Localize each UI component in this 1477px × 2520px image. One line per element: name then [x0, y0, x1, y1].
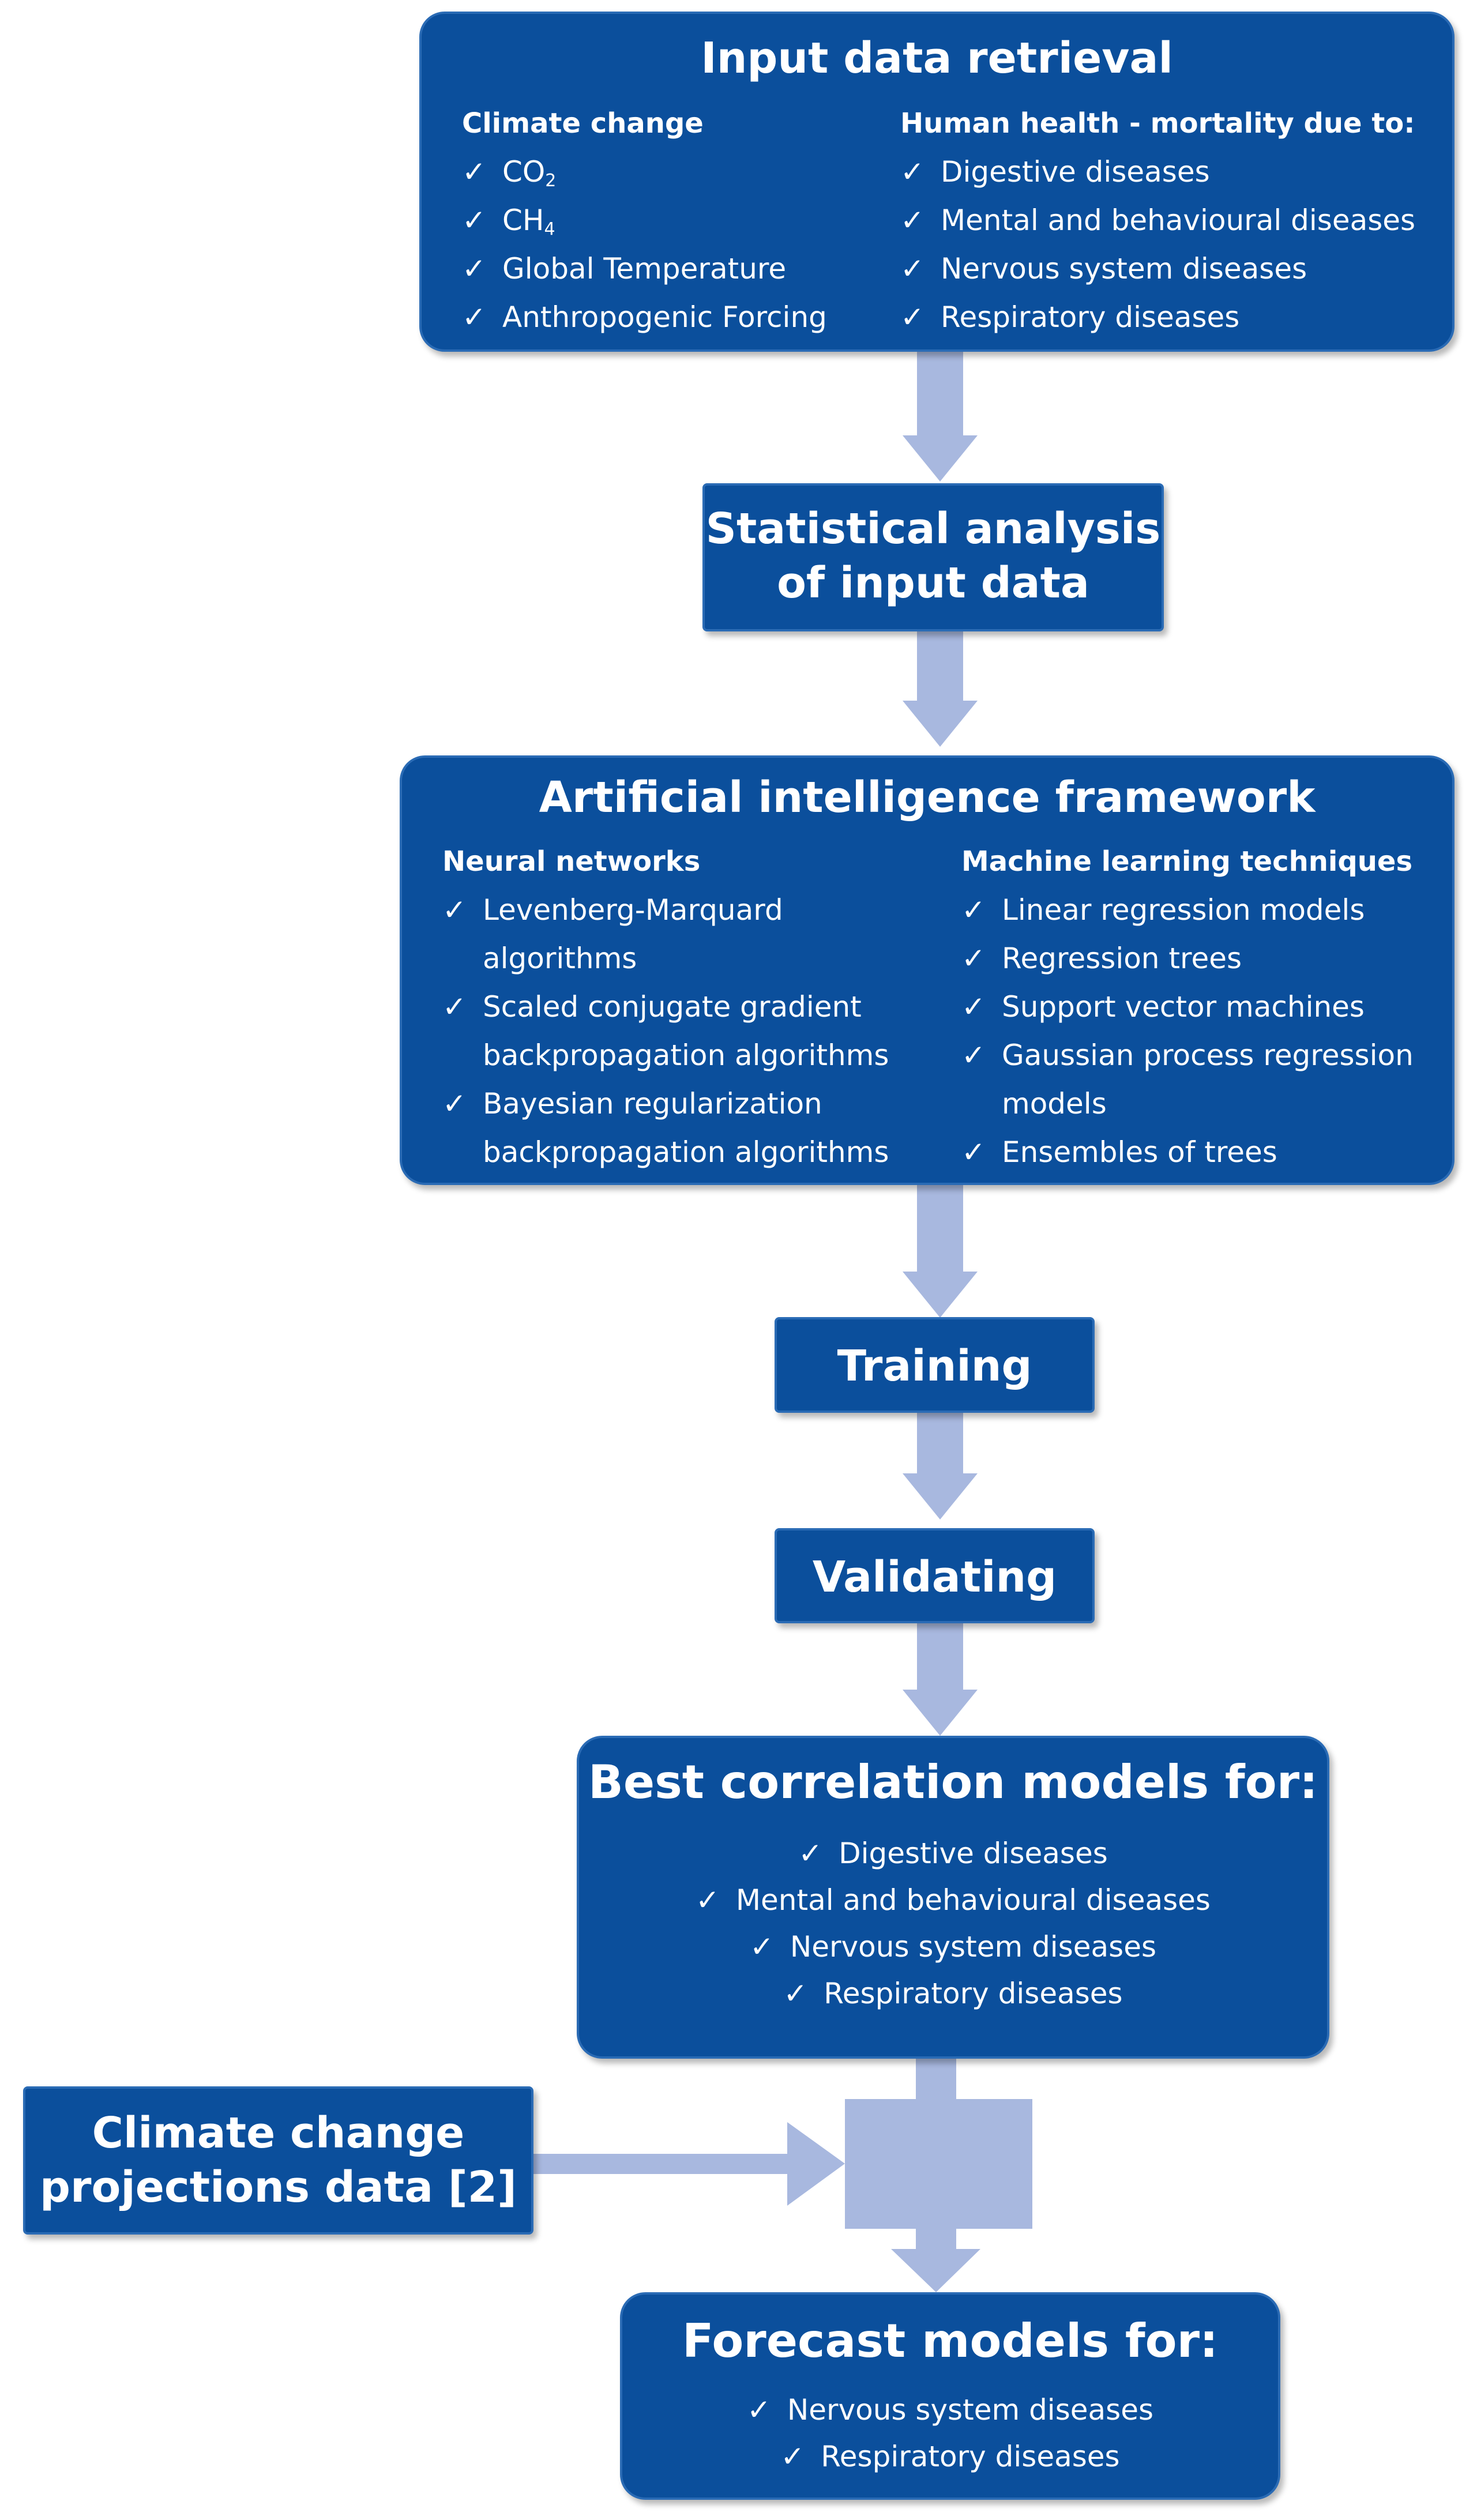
ai-framework-box: Artificial intelligence framework Neural… — [400, 755, 1455, 1185]
arrow-merge-junction — [533, 2059, 1032, 2292]
check-icon: ✓ — [442, 1087, 467, 1120]
check-icon: ✓ — [798, 1837, 823, 1870]
check-icon: ✓ — [746, 2393, 771, 2427]
input-data-retrieval-box: Input data retrieval Climate change ✓CO2… — [419, 12, 1455, 352]
statistical-analysis-line2: of input data — [777, 558, 1089, 608]
check-icon: ✓ — [961, 990, 986, 1024]
ml-item: ✓Linear regression models — [961, 886, 1414, 934]
validating-box: Validating — [775, 1528, 1095, 1623]
climate-change-column: Climate change ✓CO2 ✓CH4 ✓Global Tempera… — [462, 107, 827, 341]
machine-learning-column: Machine learning techniques ✓Linear regr… — [961, 845, 1414, 1176]
health-item: ✓Mental and behavioural diseases — [900, 196, 1415, 245]
climate-item-co2: ✓CO2 — [462, 148, 827, 196]
ml-item: ✓Regression trees — [961, 934, 1414, 983]
best-model-item: ✓Respiratory diseases — [783, 1977, 1123, 2010]
check-icon: ✓ — [961, 1039, 986, 1072]
climate-item-global-temperature: ✓Global Temperature — [462, 245, 827, 293]
input-data-retrieval-title: Input data retrieval — [701, 33, 1173, 83]
health-item: ✓Nervous system diseases — [900, 245, 1415, 293]
forecast-item: ✓Nervous system diseases — [746, 2393, 1154, 2427]
validating-label: Validating — [812, 1552, 1057, 1602]
check-icon: ✓ — [780, 2440, 805, 2473]
ml-item: ✓Ensembles of trees — [961, 1128, 1414, 1176]
neural-networks-heading: Neural networks — [442, 845, 701, 878]
arrow-stats-to-ai — [903, 631, 978, 747]
check-icon: ✓ — [961, 1135, 986, 1169]
check-icon: ✓ — [961, 893, 986, 927]
best-models-list: ✓Digestive diseases ✓Mental and behaviou… — [579, 1830, 1327, 2017]
forecast-models-title: Forecast models for: — [682, 2314, 1219, 2368]
check-icon: ✓ — [900, 300, 924, 334]
health-item: ✓Respiratory diseases — [900, 293, 1415, 341]
training-label: Training — [837, 1341, 1032, 1391]
forecast-item: ✓Respiratory diseases — [780, 2440, 1120, 2473]
arrow-ai-to-training — [903, 1185, 978, 1318]
climate-projections-box: Climate change projections data [2] — [23, 2086, 533, 2235]
check-icon: ✓ — [900, 252, 924, 285]
check-icon: ✓ — [462, 252, 486, 285]
best-model-item: ✓Digestive diseases — [798, 1837, 1108, 1870]
check-icon: ✓ — [695, 1883, 720, 1917]
check-icon: ✓ — [442, 990, 467, 1024]
training-box: Training — [775, 1317, 1095, 1413]
best-correlation-models-box: Best correlation models for: ✓Digestive … — [577, 1736, 1329, 2059]
climate-change-heading: Climate change — [462, 107, 704, 140]
best-correlation-models-title: Best correlation models for: — [588, 1755, 1318, 1809]
check-icon: ✓ — [462, 300, 486, 334]
climate-item-ch4: ✓CH4 — [462, 196, 827, 245]
best-model-item: ✓Mental and behavioural diseases — [695, 1883, 1211, 1917]
machine-learning-heading: Machine learning techniques — [961, 845, 1413, 878]
arrow-validating-to-best — [903, 1623, 978, 1736]
health-item: ✓Digestive diseases — [900, 148, 1415, 196]
statistical-analysis-box: Statistical analysis of input data — [702, 483, 1164, 631]
forecast-models-box: Forecast models for: ✓Nervous system dis… — [620, 2292, 1280, 2500]
climate-item-anthropogenic-forcing: ✓Anthropogenic Forcing — [462, 293, 827, 341]
climate-projections-line2: projections data [2] — [40, 2162, 517, 2212]
check-icon: ✓ — [900, 155, 924, 189]
human-health-heading: Human health - mortality due to: — [900, 107, 1415, 140]
check-icon: ✓ — [749, 1930, 774, 1964]
check-icon: ✓ — [961, 942, 986, 975]
forecast-list: ✓Nervous system diseases ✓Respiratory di… — [622, 2387, 1278, 2480]
statistical-analysis-line1: Statistical analysis — [705, 504, 1161, 554]
ml-item: ✓Support vector machines — [961, 983, 1414, 1031]
climate-projections-line1: Climate change — [92, 2108, 465, 2158]
best-model-item: ✓Nervous system diseases — [749, 1930, 1157, 1964]
check-icon: ✓ — [462, 204, 486, 237]
check-icon: ✓ — [900, 204, 924, 237]
ai-framework-title: Artificial intelligence framework — [539, 773, 1316, 822]
human-health-column: Human health - mortality due to: ✓Digest… — [900, 107, 1415, 341]
arrow-input-to-stats — [903, 346, 978, 482]
check-icon: ✓ — [442, 893, 467, 927]
check-icon: ✓ — [462, 155, 486, 189]
arrow-training-to-validating — [903, 1413, 978, 1519]
check-icon: ✓ — [783, 1977, 808, 2010]
